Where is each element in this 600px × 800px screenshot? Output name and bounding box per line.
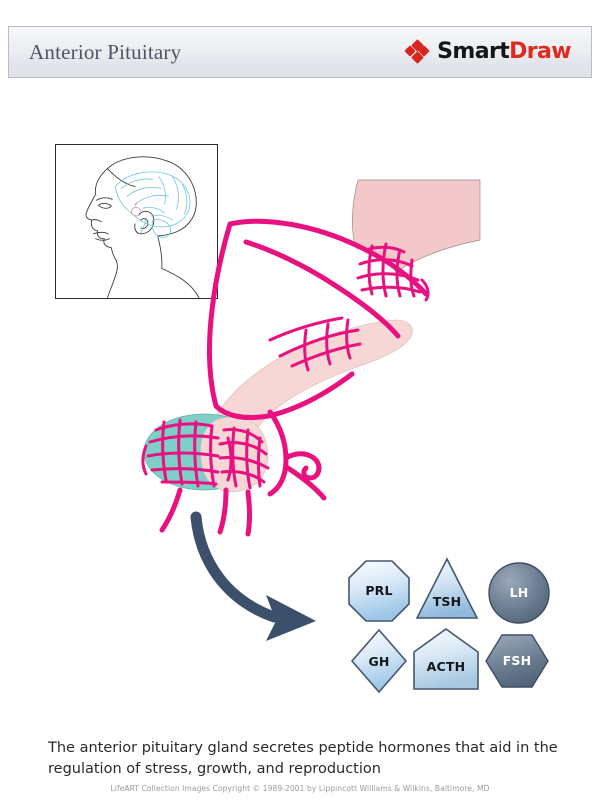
hormone-acth[interactable]: ACTH: [410, 626, 482, 692]
smartdraw-logo-text: SmartDraw: [437, 41, 571, 63]
pituitary-illustration: [120, 179, 481, 540]
page-title: Anterior Pituitary: [29, 39, 182, 64]
page-header: Anterior Pituitary SmartDraw: [8, 26, 592, 78]
smartdraw-logo[interactable]: SmartDraw: [404, 39, 577, 64]
head-profile-inset: [55, 144, 218, 299]
copyright-credit: LifeART Collection Images Copyright © 19…: [110, 784, 490, 793]
octagon-shape-icon: [348, 560, 410, 622]
hexagon-shape-icon: [485, 634, 549, 688]
curved-arrow-icon: [190, 511, 316, 641]
brain-tissue-region: [352, 179, 481, 273]
caption-text: The anterior pituitary gland secretes pe…: [48, 740, 558, 778]
hormone-lh[interactable]: LH: [486, 560, 552, 626]
secretion-arrow: [170, 495, 360, 650]
hormone-gh[interactable]: GH: [346, 628, 412, 694]
hypophyseal-portal-vessels: [141, 218, 430, 537]
circle-shape-icon: [488, 562, 550, 624]
triangle-shape-icon: [415, 557, 479, 619]
diamond-shape-icon: [350, 628, 408, 694]
smartdraw-diamond-icon: [404, 39, 430, 64]
head-profile-with-brain-icon: [85, 156, 200, 298]
pituitary-gland-cross-section: [141, 179, 481, 537]
hormone-fsh[interactable]: FSH: [484, 632, 550, 690]
pentagon-shape-icon: [413, 628, 479, 690]
hormone-prl[interactable]: PRL: [346, 558, 412, 624]
hormone-group: PRL TSH: [332, 556, 560, 698]
logo-text-smart: Smart: [437, 39, 510, 64]
hormone-tsh[interactable]: TSH: [414, 556, 480, 622]
logo-text-draw: Draw: [509, 39, 571, 64]
